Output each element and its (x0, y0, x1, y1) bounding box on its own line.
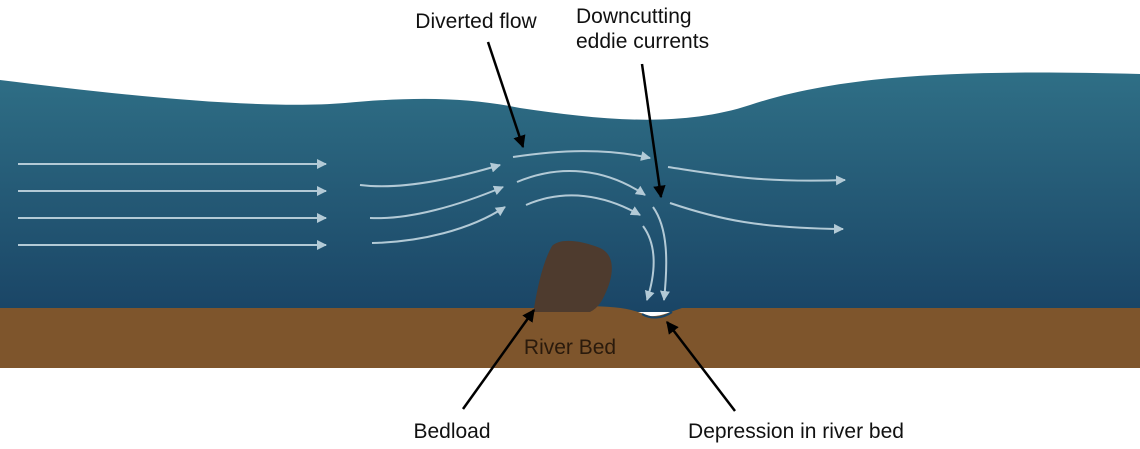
diverted-flow-arrow-6 (525, 194, 641, 216)
eddy-current-arrows (642, 206, 670, 301)
pointer-bedload (461, 308, 536, 410)
river-water (0, 72, 1140, 312)
diverted-flow-arrows (359, 150, 651, 244)
pointer-eddie-currents (640, 63, 666, 199)
label-downcutting-eddie-currents: Downcutting eddie currents (576, 4, 709, 54)
eddy-arrow-1 (652, 206, 670, 301)
label-downcutting-line1: Downcutting (576, 5, 692, 28)
diverted-flow-arrow-2 (369, 185, 504, 220)
bedload-rock (534, 240, 612, 312)
eddy-arrow-2 (642, 225, 655, 301)
outgoing-flow-arrow-1 (667, 166, 846, 186)
diverted-flow-arrow-1 (359, 162, 501, 188)
label-downcutting-line2: eddie currents (576, 30, 710, 53)
river-bed (0, 306, 1140, 368)
diverted-flow-arrow-4 (512, 150, 651, 161)
label-river-bed: River Bed (523, 336, 617, 359)
outgoing-flow-arrows (667, 166, 846, 234)
diverted-flow-arrow-3 (371, 206, 506, 244)
diverted-flow-arrow-5 (516, 170, 646, 196)
pointer-depression (666, 321, 736, 412)
outgoing-flow-arrow-2 (669, 202, 844, 234)
pointer-arrows (461, 41, 736, 412)
pointer-diverted-flow (486, 41, 526, 149)
label-diverted-flow: Diverted flow (415, 10, 537, 33)
label-bedload: Bedload (413, 420, 491, 443)
incoming-flow-arrows (18, 159, 327, 250)
river-bed-depression (641, 311, 673, 319)
label-depression: Depression in river bed (688, 420, 904, 443)
